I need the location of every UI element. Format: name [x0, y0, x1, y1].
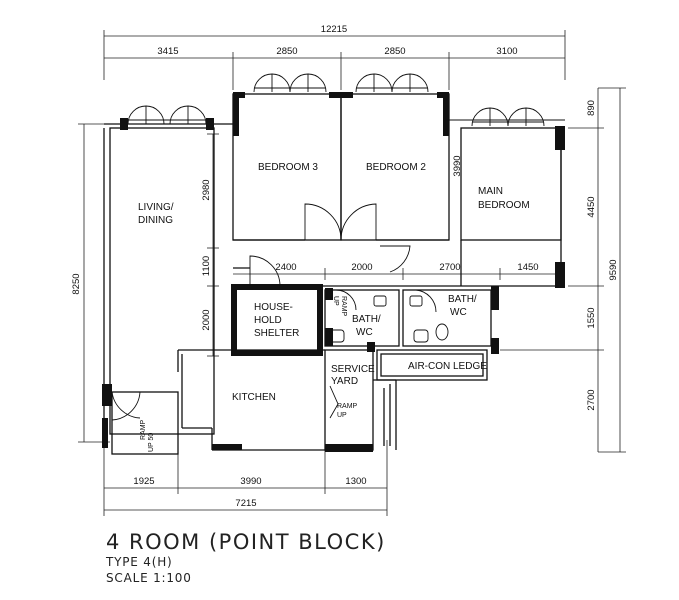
dim-left-overall: 8250	[71, 273, 82, 294]
dim-top-3: 2850	[384, 46, 405, 57]
dim-right-overall: 9590	[608, 259, 619, 280]
ramp-up-label-2: UP	[332, 296, 339, 306]
dim-bottom-2: 3990	[240, 476, 261, 487]
dim-bed-height: 3990	[452, 155, 463, 176]
plan-type: TYPE 4(H)	[106, 555, 173, 569]
windows	[127, 73, 565, 127]
room-bath-2-b: WC	[450, 307, 467, 318]
dim-right-4: 2700	[586, 389, 597, 410]
sink-icon	[435, 323, 449, 341]
ramp-entry-label-2: UP 50	[148, 433, 155, 452]
room-main-bedroom-2: BEDROOM	[478, 200, 530, 211]
room-shelter-2: HOLD	[254, 315, 282, 326]
room-shelter-1: HOUSE-	[254, 302, 293, 313]
room-kitchen: KITCHEN	[232, 392, 276, 403]
dim-top-2: 2850	[276, 46, 297, 57]
dim-right-1: 890	[586, 100, 597, 116]
dim-corr-4: 1450	[517, 262, 538, 273]
dim-corr-3: 2700	[439, 262, 460, 273]
dim-living-1: 2980	[201, 179, 212, 200]
room-living-2: DINING	[138, 215, 173, 226]
dimension-lines	[78, 30, 626, 516]
dim-top-4: 3100	[496, 46, 517, 57]
room-main-bedroom-1: MAIN	[478, 186, 503, 197]
room-aircon-ledge: AIR-CON LEDGE	[408, 361, 487, 372]
structural-walls	[102, 92, 565, 452]
plan-title-block: 4 ROOM (POINT BLOCK) TYPE 4(H) SCALE 1:1…	[106, 530, 386, 586]
ramp-service-label-1: RAMP	[337, 403, 358, 410]
ramp-entry-label-1: RAMP	[140, 419, 147, 440]
dim-corr-1: 2400	[275, 262, 296, 273]
ramp-up-label-1: RAMP	[340, 296, 347, 317]
fixtures	[329, 295, 449, 343]
dim-right-2: 4450	[586, 196, 597, 217]
room-bedroom-3: BEDROOM 3	[258, 162, 318, 173]
dim-right-3: 1550	[586, 307, 597, 328]
basin-icon	[373, 295, 387, 307]
dim-top-1: 3415	[157, 46, 178, 57]
toilet-icon	[329, 329, 345, 343]
dim-corr-2: 2000	[351, 262, 372, 273]
room-bath-2-a: BATH/	[448, 294, 477, 305]
room-shelter-3: SHELTER	[254, 328, 299, 339]
doors	[111, 203, 437, 421]
dim-living-3: 2000	[201, 309, 212, 330]
dim-living-2: 1100	[201, 256, 212, 276]
room-bath-1-a: BATH/	[352, 314, 381, 325]
interior-walls	[103, 93, 562, 455]
room-bedroom-2: BEDROOM 2	[366, 162, 426, 173]
ramp-service-label-2: UP	[337, 412, 347, 419]
room-bath-1-b: WC	[356, 327, 373, 338]
plan-scale: SCALE 1:100	[106, 571, 192, 585]
room-service-2: YARD	[331, 376, 358, 387]
basin-icon-2	[409, 295, 423, 307]
room-living-1: LIVING/	[138, 202, 174, 213]
dim-bottom-1: 1925	[133, 476, 154, 487]
toilet-icon-2	[413, 329, 429, 343]
dim-bottom-3: 1300	[345, 476, 366, 487]
dim-top-overall: 12215	[321, 24, 347, 35]
dim-bottom-overall: 7215	[235, 498, 256, 509]
plan-title: 4 ROOM (POINT BLOCK)	[106, 530, 386, 554]
room-service-1: SERVICE	[331, 364, 375, 375]
